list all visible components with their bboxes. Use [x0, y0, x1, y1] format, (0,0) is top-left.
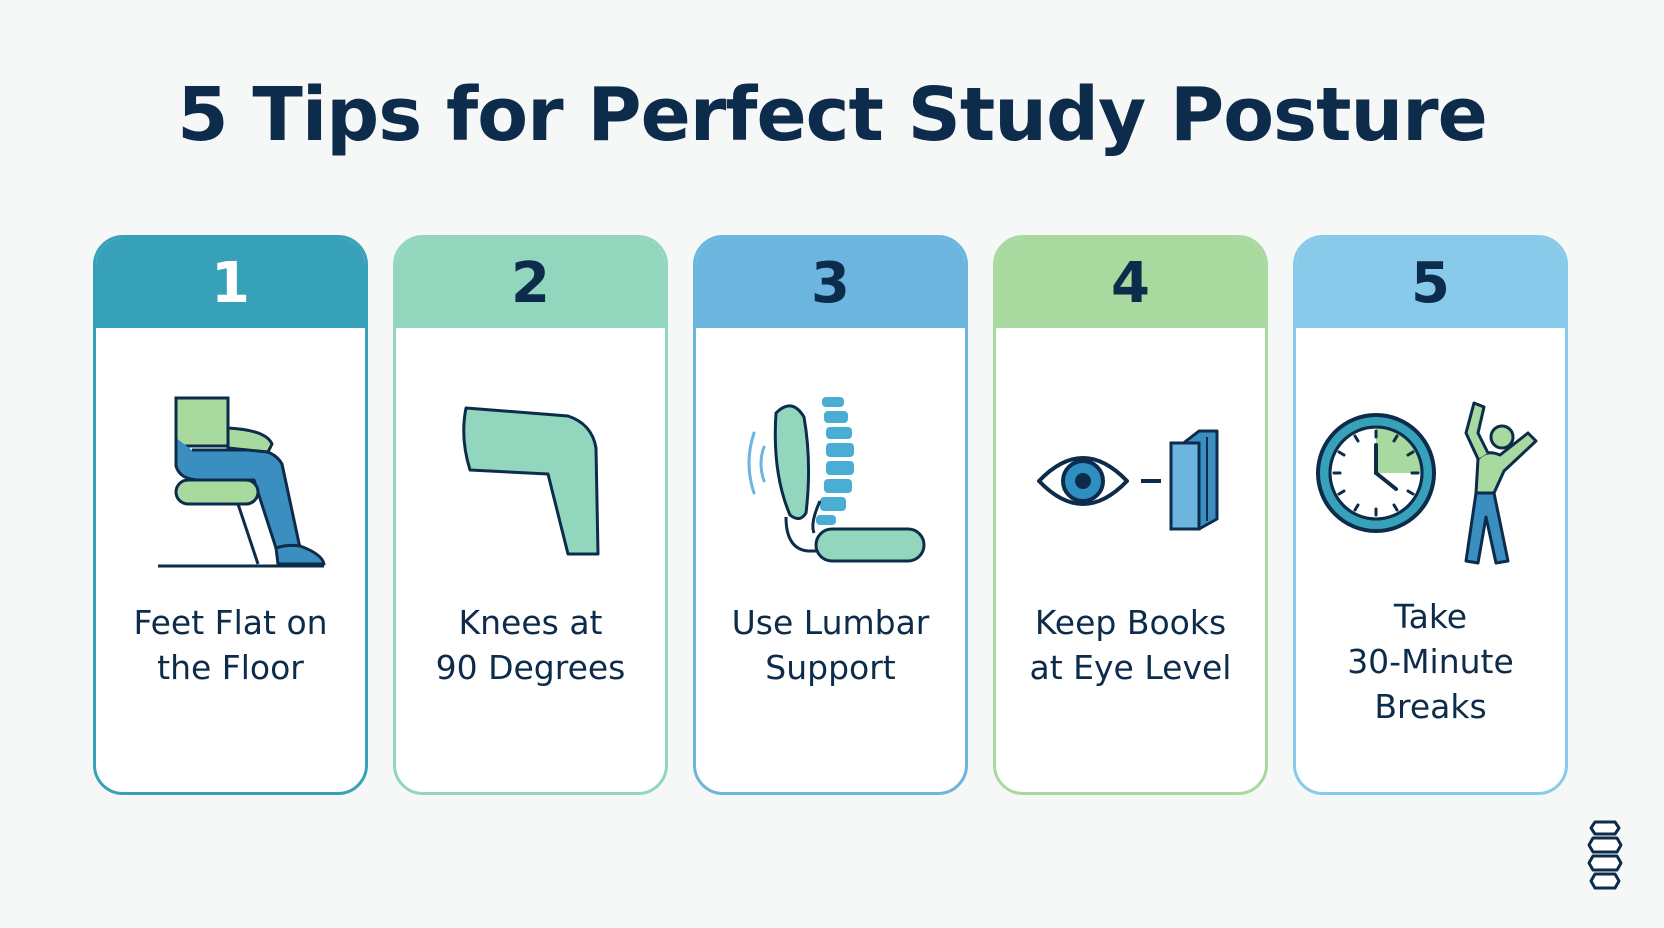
tip-text-1-line-2: the Floor: [157, 648, 304, 687]
tip-text-1-line-1: Feet Flat on: [133, 603, 328, 642]
bent-knee-icon: [396, 378, 665, 588]
tip-card-4: 4 Keep Books at Eye Level: [993, 235, 1268, 795]
tip-text-2-line-1: Knees at: [458, 603, 603, 642]
tip-card-2: 2 Knees at 90 Degrees: [393, 235, 668, 795]
tip-card-3: 3 Use Lumbar Supp: [693, 235, 968, 795]
tip-text-5-line-2: 30-Minute: [1347, 642, 1514, 681]
tip-text-2-line-2: 90 Degrees: [435, 648, 626, 687]
tip-number-3: 3: [696, 238, 965, 328]
clock-and-stretch-icon: [1296, 378, 1565, 588]
tip-number-1: 1: [96, 238, 365, 328]
tip-number-5: 5: [1296, 238, 1565, 328]
tip-text-5-line-1: Take: [1393, 597, 1468, 636]
tip-text-5-line-3: Breaks: [1374, 687, 1487, 726]
tip-text-4-line-1: Keep Books: [1034, 603, 1227, 642]
tip-number-2: 2: [396, 238, 665, 328]
tip-number-4: 4: [996, 238, 1265, 328]
page-title: 5 Tips for Perfect Study Posture: [177, 72, 1488, 158]
spine-logo-icon: [1585, 818, 1625, 894]
tip-text-3-line-2: Support: [765, 648, 896, 687]
seated-person-feet-icon: [96, 378, 365, 588]
tip-card-1: 1 Feet Flat on the Floor: [93, 235, 368, 795]
tip-card-5: 5: [1293, 235, 1568, 795]
eye-and-book-icon: [996, 378, 1265, 588]
tip-text-3-line-1: Use Lumbar: [731, 603, 930, 642]
lumbar-support-chair-icon: [696, 378, 965, 588]
tip-text-4-line-2: at Eye Level: [1029, 648, 1232, 687]
